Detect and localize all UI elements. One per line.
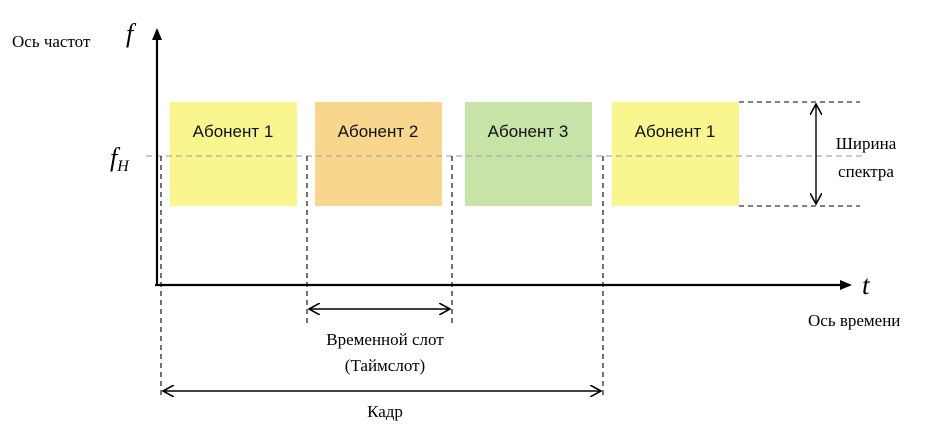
block-subscriber-2 — [315, 102, 442, 206]
block-labels: Абонент 1 Абонент 2 Абонент 3 Абонент 1 — [193, 122, 716, 141]
bandwidth-label-line-1: Ширина — [836, 134, 897, 153]
timeslot-label-line-2: (Таймслот) — [345, 356, 425, 375]
f-h-marker: fН — [110, 143, 130, 175]
bandwidth-guides — [739, 101, 860, 207]
block-subscriber-1 — [170, 102, 297, 206]
subscriber-blocks — [170, 102, 739, 206]
f-h-symbol: f — [110, 143, 121, 172]
block-label-4: Абонент 1 — [635, 122, 716, 141]
block-label-1: Абонент 1 — [193, 122, 274, 141]
frequency-axis-symbol: f — [126, 19, 137, 48]
frame-label: Кадр — [367, 402, 403, 421]
block-label-2: Абонент 2 — [338, 122, 419, 141]
frequency-axis-label: Ось частот — [12, 32, 91, 51]
block-label-3: Абонент 3 — [488, 122, 569, 141]
block-subscriber-3 — [465, 102, 592, 206]
block-subscriber-1-repeat — [612, 102, 739, 206]
timeslot-label-line-1: Временной слот — [326, 330, 444, 349]
f-h-subscript: Н — [116, 158, 130, 175]
bandwidth-label-line-2: спектра — [838, 162, 894, 181]
time-axis-label: Ось времени — [808, 311, 900, 330]
guide-lines — [160, 156, 604, 398]
time-axis-symbol: t — [862, 270, 871, 300]
